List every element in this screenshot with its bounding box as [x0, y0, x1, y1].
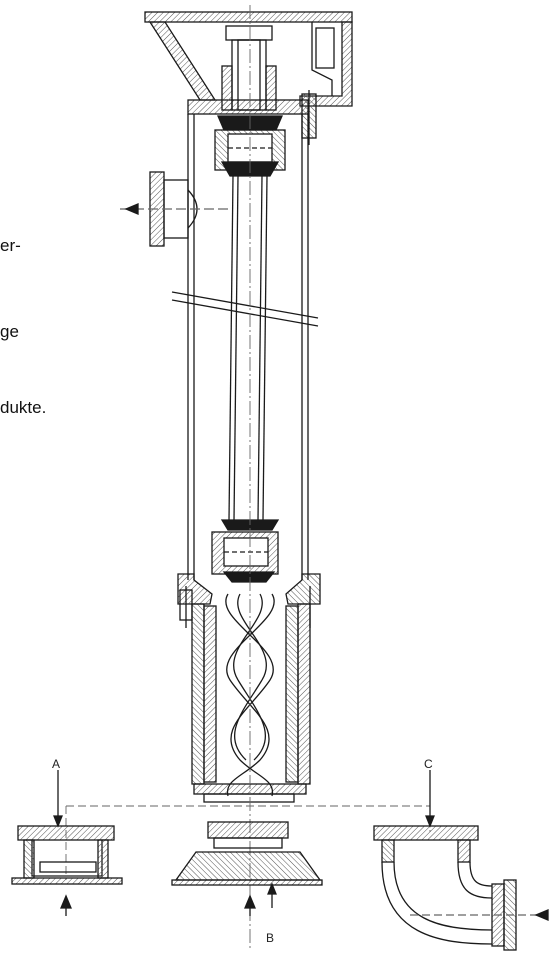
main-tube: [171, 114, 319, 580]
top-housing: [144, 11, 353, 145]
variant-b-inlet: [171, 821, 323, 908]
arrow-a-down-icon: [53, 815, 63, 828]
side-outlet: [120, 171, 232, 247]
label-b-pointer-icon: [267, 882, 277, 895]
variant-a-inlet: [11, 770, 123, 885]
outlet-arrow-icon: [124, 203, 139, 215]
text-fragment-2: ge: [0, 322, 19, 341]
arrow-c-left-icon: [534, 909, 549, 921]
arrow-b-up-icon: [244, 894, 256, 909]
stator: [191, 603, 311, 803]
label-c: C: [424, 757, 433, 771]
stator-flange: [177, 573, 321, 628]
top-coupling: [221, 25, 277, 111]
variant-c-elbow: [373, 770, 540, 951]
label-b: B: [266, 931, 274, 945]
arrow-a-up-icon: [60, 894, 72, 909]
lower-joint: [211, 519, 280, 583]
label-a: A: [52, 757, 60, 771]
arrow-c-down-icon: [425, 815, 435, 828]
rotor: [225, 593, 275, 797]
text-fragment-3: dukte.: [0, 398, 47, 417]
text-fragment-1: er-: [0, 236, 21, 255]
